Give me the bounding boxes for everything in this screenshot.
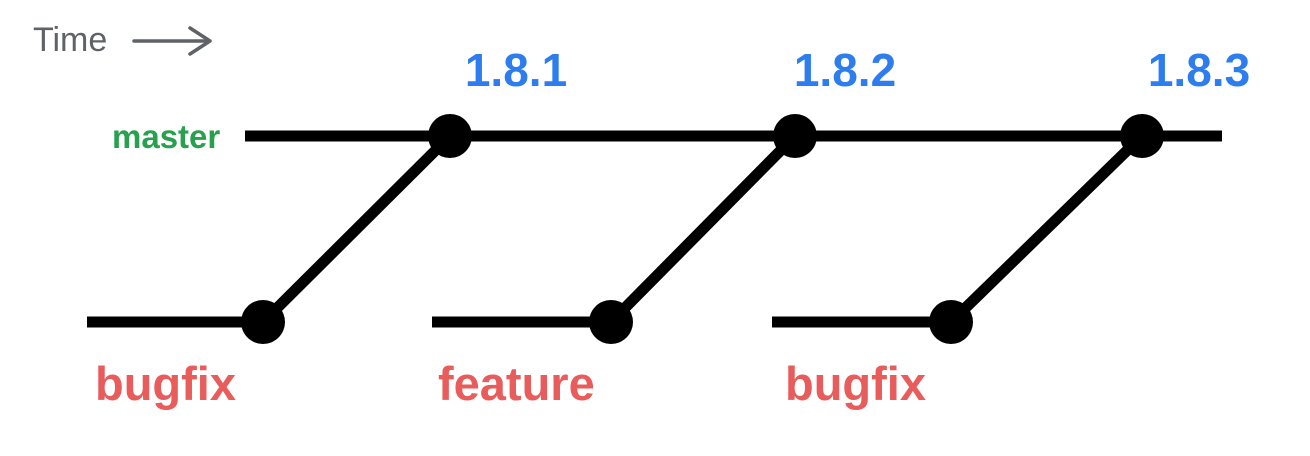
commit-dot-release-3 [1120, 114, 1164, 158]
branch-label-bugfix-1: bugfix [95, 357, 236, 410]
master-branch-label: master [112, 118, 220, 155]
merge-line-feature [607, 132, 799, 326]
commit-dot-feature [589, 300, 633, 344]
time-label: Time [33, 21, 107, 59]
merge-line-bugfix-2 [947, 132, 1146, 326]
release-label-1-8-3: 1.8.3 [1148, 44, 1250, 96]
time-axis-annotation: Time [33, 21, 212, 59]
release-label-1-8-1: 1.8.1 [465, 44, 567, 96]
release-label-1-8-2: 1.8.2 [794, 44, 896, 96]
commit-dot-release-2 [773, 114, 817, 158]
commit-dot-bugfix-2 [929, 300, 973, 344]
branch-label-bugfix-2: bugfix [785, 357, 926, 410]
merge-line-bugfix-1 [259, 132, 454, 326]
commit-dot-release-1 [428, 114, 472, 158]
time-arrow-head-icon [188, 26, 212, 56]
branch-label-feature: feature [438, 357, 595, 410]
commit-dot-bugfix-1 [241, 300, 285, 344]
